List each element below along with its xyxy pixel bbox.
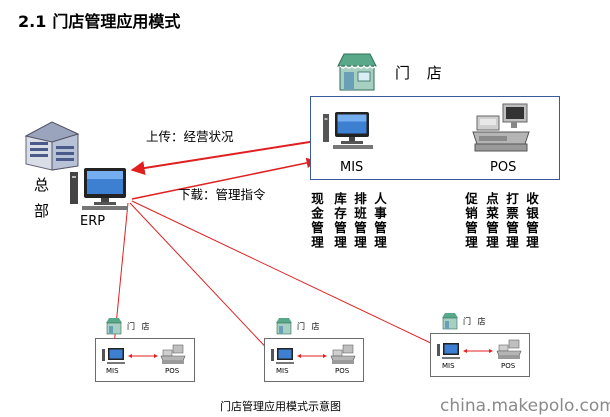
link-store-3 xyxy=(131,200,438,347)
small-store-3-pos-icon xyxy=(496,339,522,359)
download-arrow xyxy=(131,157,318,200)
small-store-2-mis-icon xyxy=(271,348,294,364)
pos-terminal-icon xyxy=(472,103,530,152)
title-text: 门店管理应用模式 xyxy=(52,12,181,31)
small-store-1-pos-icon xyxy=(160,344,186,364)
small-store-3-mis-icon xyxy=(437,343,460,359)
small-store-1-arrow xyxy=(128,354,158,358)
store-label: 门 店 xyxy=(395,64,448,82)
hq-label-char1: 总 xyxy=(34,176,50,194)
small-store-2-mis-label: MIS xyxy=(276,367,289,375)
small-store-3-icon xyxy=(442,313,458,330)
small-store-3-arrow xyxy=(463,349,493,353)
small-store-3-pos-label: POS xyxy=(501,362,516,370)
small-store-1-mis-label: MIS xyxy=(106,367,119,375)
mis-function-1: 现金管理 xyxy=(309,192,324,250)
hq-label: 总 部 xyxy=(34,172,49,224)
hq-building-icon xyxy=(24,121,80,171)
link-store-2 xyxy=(129,202,275,357)
section-number: 2.1 xyxy=(18,12,47,31)
small-store-2-arrow xyxy=(297,354,327,358)
page-title: 2.1 门店管理应用模式 xyxy=(18,8,180,32)
small-store-1-pos-label: POS xyxy=(165,367,180,375)
pos-function-2: 点菜管理 xyxy=(484,192,499,250)
small-store-1-label: 门 店 xyxy=(127,322,152,331)
download-label: 下载：管理指令 xyxy=(178,187,266,202)
pos-label: POS xyxy=(490,160,517,175)
upload-arrow xyxy=(130,140,317,175)
small-store-3-mis-label: MIS xyxy=(442,362,455,370)
small-store-3-label: 门 店 xyxy=(463,317,488,326)
small-store-1-mis-icon xyxy=(102,348,125,364)
watermark: china.makepolo.com xyxy=(440,396,610,416)
upload-label: 上传：经营状况 xyxy=(146,129,234,144)
erp-computer-icon xyxy=(70,168,128,210)
figure-caption: 门店管理应用模式示意图 xyxy=(220,400,341,413)
mis-function-4: 人事管理 xyxy=(372,192,387,250)
small-store-2-pos-label: POS xyxy=(335,367,350,375)
erp-label: ERP xyxy=(80,214,106,229)
mis-label: MIS xyxy=(340,160,364,175)
mis-function-3: 排班管理 xyxy=(352,192,367,250)
pos-function-3: 打票管理 xyxy=(504,192,519,250)
small-store-2-pos-icon xyxy=(330,344,356,364)
small-store-2-icon xyxy=(276,318,292,335)
small-store-1-icon xyxy=(106,318,122,335)
small-store-2-label: 门 店 xyxy=(297,322,322,331)
pos-function-4: 收银管理 xyxy=(524,192,539,250)
store-icon xyxy=(337,53,377,91)
hq-label-char2: 部 xyxy=(34,202,50,220)
pos-function-1: 促销管理 xyxy=(463,192,478,250)
mis-function-2: 库存管理 xyxy=(332,192,347,250)
mis-computer-icon xyxy=(323,112,373,149)
